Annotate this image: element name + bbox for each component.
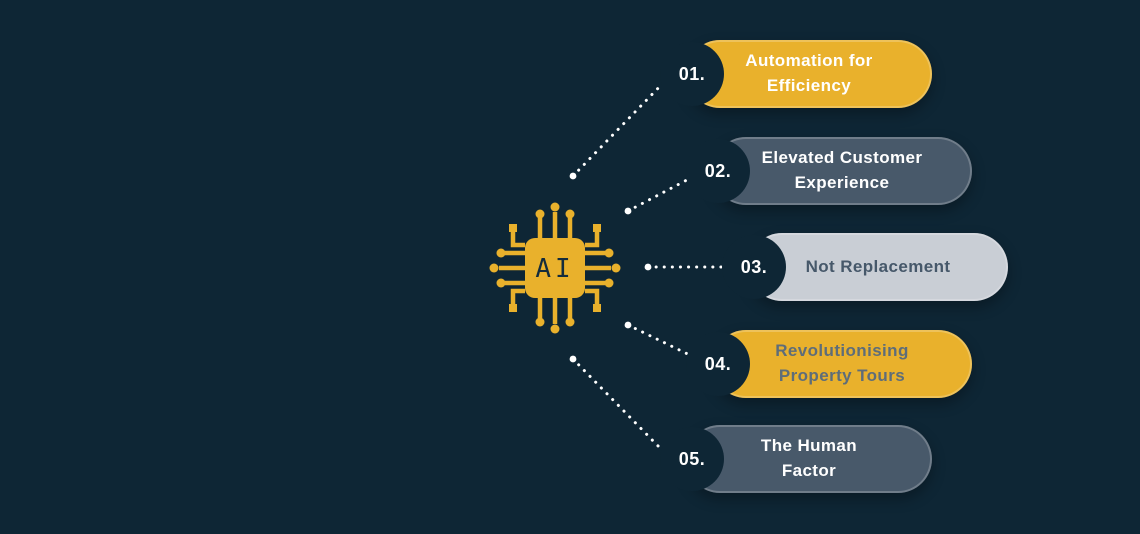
- step-item-2: Elevated Customer Experience 02.: [686, 137, 972, 205]
- step-item-4: Revolutionising Property Tours 04.: [686, 330, 972, 398]
- connector-line-1: [571, 78, 668, 178]
- connector-line-5: [571, 357, 664, 452]
- step-pill: Revolutionising Property Tours: [712, 330, 972, 398]
- step-pill: Elevated Customer Experience: [712, 137, 972, 205]
- step-number-badge: 01.: [660, 42, 724, 106]
- ai-chip-icon: AI: [480, 193, 630, 343]
- step-pill: The Human Factor: [686, 425, 932, 493]
- step-pill: Not Replacement: [748, 233, 1008, 301]
- step-item-1: Automation for Efficiency 01.: [660, 40, 932, 108]
- step-item-3: Not Replacement 03.: [722, 233, 1008, 301]
- step-number-badge: 02.: [686, 139, 750, 203]
- step-pill: Automation for Efficiency: [686, 40, 932, 108]
- step-number-badge: 04.: [686, 332, 750, 396]
- step-number-badge: 03.: [722, 235, 786, 299]
- step-number-badge: 05.: [660, 427, 724, 491]
- ai-chip-label: AI: [535, 254, 574, 284]
- step-item-5: The Human Factor 05.: [660, 425, 932, 493]
